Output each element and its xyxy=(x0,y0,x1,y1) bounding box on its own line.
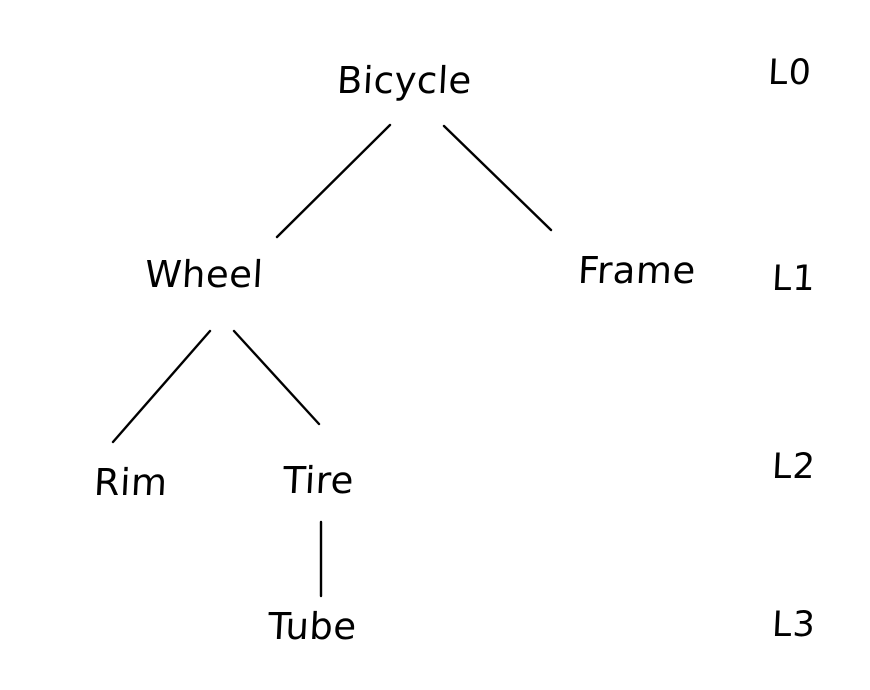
node-bicycle[interactable]: Bicycle xyxy=(335,59,473,102)
node-rim[interactable]: Rim xyxy=(92,461,169,504)
level-label-l2: L2 xyxy=(770,447,817,487)
level-label-l1: L1 xyxy=(770,259,817,299)
edge-bicycle-wheel xyxy=(275,123,392,239)
node-tire[interactable]: Tire xyxy=(281,459,356,502)
level-label-l0: L0 xyxy=(766,53,813,93)
node-tube[interactable]: Tube xyxy=(266,605,358,648)
edge-wheel-tire xyxy=(232,329,321,426)
edge-bicycle-frame xyxy=(442,124,553,232)
edge-wheel-rim xyxy=(111,329,212,444)
node-frame[interactable]: Frame xyxy=(576,249,697,292)
level-label-l3: L3 xyxy=(770,605,817,645)
node-wheel[interactable]: Wheel xyxy=(143,253,265,296)
